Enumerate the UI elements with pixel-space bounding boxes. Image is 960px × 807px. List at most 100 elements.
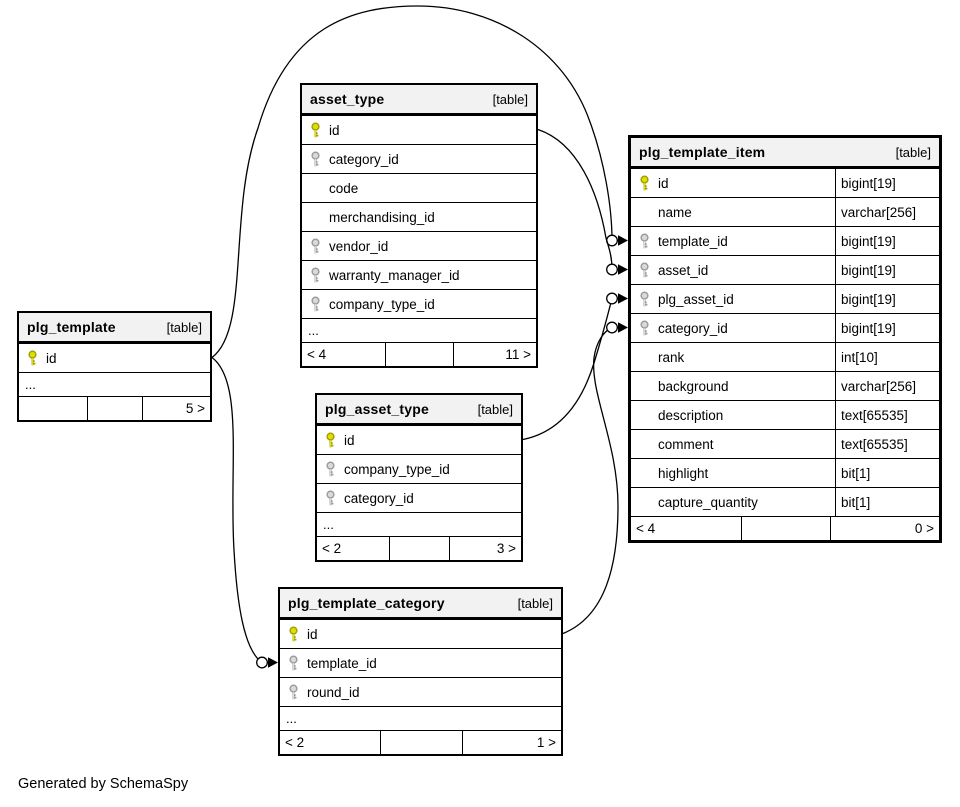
column-type: bigint[19] — [835, 314, 939, 342]
table-footer: 5 > — [19, 396, 210, 420]
foreign-key-icon — [317, 484, 344, 512]
footer-children-count: < 2 — [280, 731, 382, 754]
column-name: company_type_id — [344, 461, 450, 477]
column-row-plg_asset_id[interactable]: plg_asset_id bigint[19] — [631, 284, 939, 313]
rel-plg_template-to-category-template_id — [211, 356, 263, 664]
table-header[interactable]: plg_asset_type [table] — [317, 395, 521, 425]
zero-or-one-circle-icon — [606, 292, 618, 305]
column-row-category_id[interactable]: category_id — [317, 483, 521, 512]
primary-key-icon — [302, 116, 329, 144]
primary-key-icon — [631, 169, 658, 197]
zero-or-one-circle-icon — [256, 656, 268, 669]
column-row-template_id[interactable]: template_id bigint[19] — [631, 226, 939, 255]
column-name: comment — [658, 436, 714, 452]
table-name[interactable]: plg_asset_type — [325, 401, 429, 417]
column-row-company_type_id[interactable]: company_type_id — [317, 454, 521, 483]
footer-middle-cell — [88, 397, 144, 420]
column-row-template_id[interactable]: template_id — [280, 648, 561, 677]
foreign-key-icon — [631, 285, 658, 313]
table-plg_template[interactable]: plg_template [table] id...5 > — [17, 311, 212, 422]
table-name[interactable]: plg_template — [27, 319, 116, 335]
column-name: warranty_manager_id — [329, 267, 460, 283]
foreign-key-icon — [302, 261, 329, 289]
table-tag: [table] — [166, 319, 202, 335]
arrowhead-icon — [618, 235, 628, 246]
column-name: rank — [658, 349, 685, 365]
generator-caption: Generated by SchemaSpy — [18, 776, 189, 792]
column-name: round_id — [307, 684, 360, 700]
column-name: template_id — [658, 233, 728, 249]
column-row-id[interactable]: id — [19, 343, 210, 372]
no-key-spacer — [631, 372, 658, 400]
column-name: background — [658, 378, 729, 394]
column-name: plg_asset_id — [658, 291, 734, 307]
no-key-spacer — [631, 459, 658, 487]
column-type: bigint[19] — [835, 227, 939, 255]
column-row-warranty_manager_id[interactable]: warranty_manager_id — [302, 260, 536, 289]
column-row-code[interactable]: code — [302, 173, 536, 202]
column-row-merchandising_id[interactable]: merchandising_id — [302, 202, 536, 231]
column-row-name[interactable]: name varchar[256] — [631, 197, 939, 226]
more-columns-ellipsis: ... — [280, 706, 561, 730]
column-name: name — [658, 204, 692, 220]
table-tag: [table] — [477, 401, 513, 417]
column-type: varchar[256] — [835, 372, 939, 400]
column-row-id[interactable]: id — [302, 115, 536, 144]
column-row-highlight[interactable]: highlight bit[1] — [631, 458, 939, 487]
primary-key-icon — [19, 344, 46, 372]
table-name[interactable]: asset_type — [310, 91, 385, 107]
column-name: merchandising_id — [329, 209, 435, 225]
no-key-spacer — [302, 203, 329, 231]
column-name: id — [658, 175, 669, 191]
column-name: description — [658, 407, 724, 423]
table-plg_template_category[interactable]: plg_template_category [table] id template_i… — [278, 587, 563, 756]
table-header[interactable]: plg_template_item[table] — [631, 138, 939, 168]
zero-or-one-circle-icon — [606, 321, 618, 334]
footer-children-count: < 4 — [631, 517, 742, 540]
column-type: bit[1] — [835, 459, 939, 487]
table-tag: [table] — [492, 91, 528, 107]
footer-parents-count: 0 > — [914, 521, 934, 536]
no-key-spacer — [631, 401, 658, 429]
more-columns-ellipsis: ... — [19, 372, 210, 396]
table-name[interactable]: plg_template_item — [639, 144, 766, 160]
footer-children-count: < 4 — [302, 343, 387, 366]
footer-middle-cell — [386, 343, 455, 366]
foreign-key-icon — [302, 290, 329, 318]
column-row-id[interactable]: id — [280, 619, 561, 648]
rel-plg_template_category-to-category_id — [562, 326, 619, 635]
column-row-company_type_id[interactable]: company_type_id — [302, 289, 536, 318]
foreign-key-icon — [280, 678, 307, 706]
table-tag: [table] — [517, 595, 553, 611]
table-header[interactable]: plg_template [table] — [19, 313, 210, 343]
column-type: varchar[256] — [835, 198, 939, 226]
column-row-vendor_id[interactable]: vendor_id — [302, 231, 536, 260]
column-row-background[interactable]: background varchar[256] — [631, 371, 939, 400]
no-key-spacer — [631, 198, 658, 226]
column-row-category_id[interactable]: category_id — [302, 144, 536, 173]
column-row-round_id[interactable]: round_id — [280, 677, 561, 706]
column-name: template_id — [307, 655, 377, 671]
table-name[interactable]: plg_template_category — [288, 595, 445, 611]
column-row-id[interactable]: id — [317, 425, 521, 454]
column-type: bigint[19] — [835, 285, 939, 313]
table-header[interactable]: plg_template_category [table] — [280, 589, 561, 619]
column-name: highlight — [658, 465, 709, 481]
footer-middle-cell — [742, 517, 832, 540]
table-header[interactable]: asset_type [table] — [302, 85, 536, 115]
column-name: id — [329, 122, 340, 138]
